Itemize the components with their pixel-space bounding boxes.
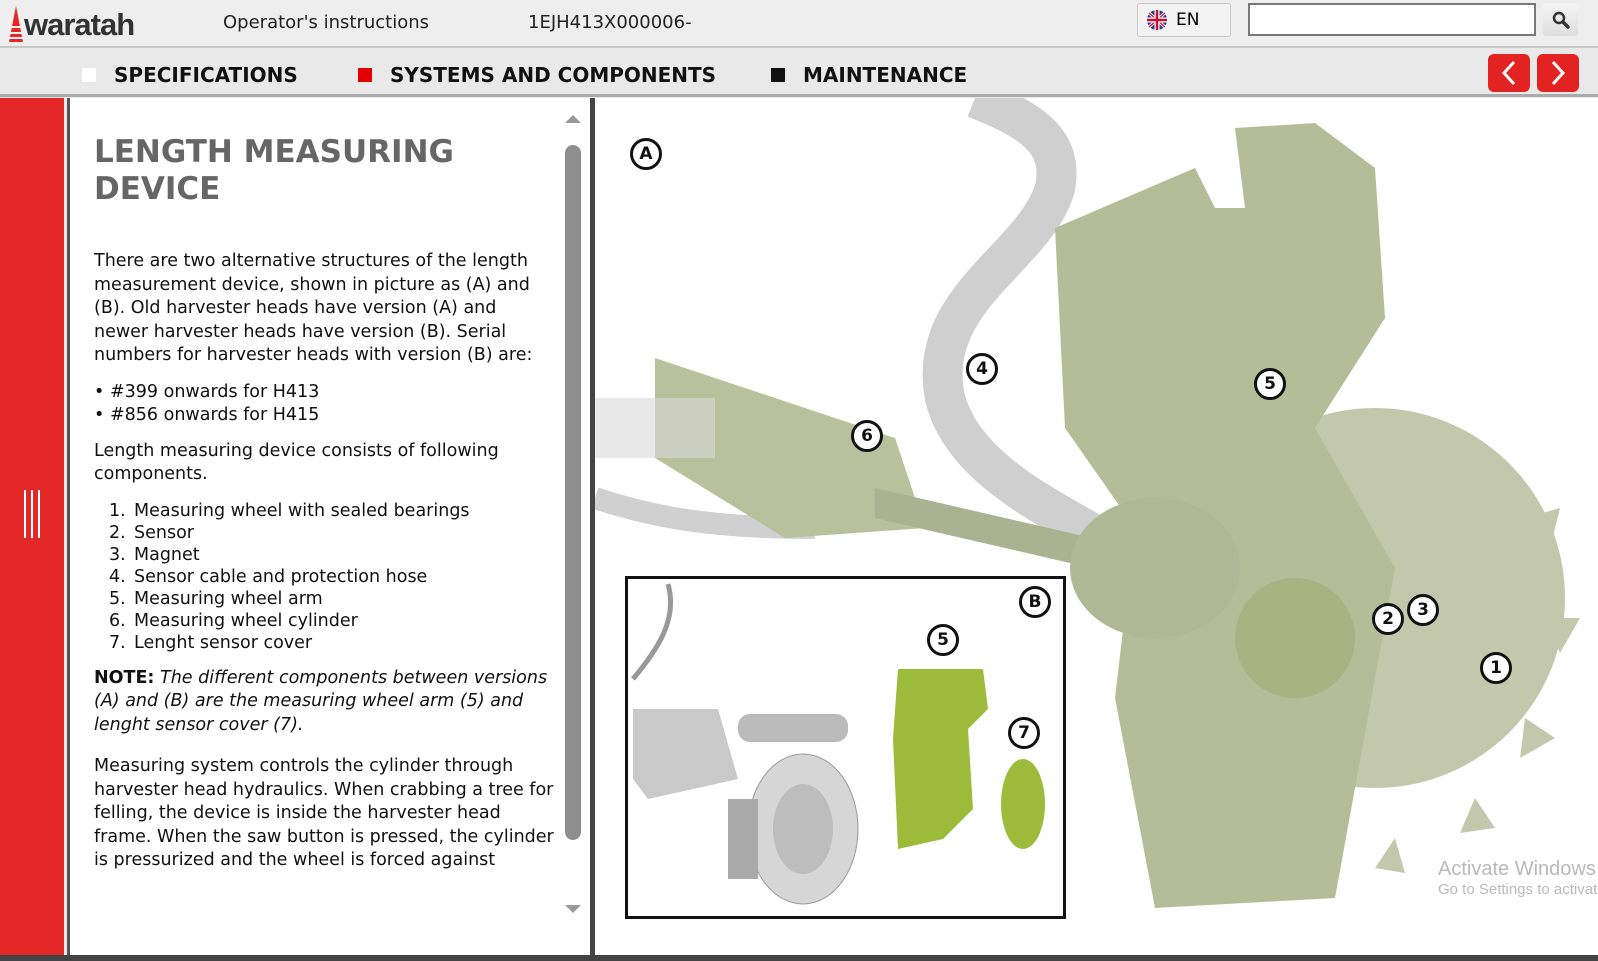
component-name: Measuring wheel cylinder	[134, 610, 358, 631]
component-name: Sensor	[134, 522, 194, 543]
scrollbar-thumb[interactable]	[565, 145, 581, 840]
previous-page-button[interactable]	[1488, 54, 1530, 92]
figure-pane: A 4 5 6 2 3 1 B 5 7 Activate Windows Go …	[595, 98, 1598, 955]
watermark-line-2: Go to Settings to activate Windows.	[1438, 881, 1598, 898]
tab-label: SYSTEMS AND COMPONENTS	[390, 63, 717, 87]
section-nav: SPECIFICATIONS SYSTEMS AND COMPONENTS MA…	[0, 50, 1598, 97]
list-item: 7.Lenght sensor cover	[109, 632, 313, 653]
search-input[interactable]	[1248, 3, 1536, 36]
logo-text: waratah	[24, 7, 135, 42]
callout-3: 3	[1407, 594, 1439, 626]
bottom-border	[0, 955, 1598, 961]
panel-resize-handle[interactable]	[20, 490, 44, 538]
serial-number: 1EJH413X000006-	[528, 12, 692, 33]
length-measuring-device-illustration	[595, 98, 1580, 908]
tab-specifications[interactable]: SPECIFICATIONS	[82, 63, 298, 87]
system-paragraph: Measuring system controls the cylinder t…	[94, 756, 554, 870]
tab-systems-and-components[interactable]: SYSTEMS AND COMPONENTS	[358, 63, 716, 87]
callout-1: 1	[1480, 652, 1512, 684]
article-content: LENGTH MEASURING DEVICE There are two al…	[94, 134, 556, 873]
article-pane: LENGTH MEASURING DEVICE There are two al…	[67, 98, 590, 955]
language-selector[interactable]: EN	[1137, 3, 1231, 37]
list-item: 1.Measuring wheel with sealed bearings	[109, 500, 470, 521]
list-item: #856 onwards for H415	[110, 404, 556, 427]
sidebar-strip	[0, 98, 64, 955]
callout-6: 6	[851, 420, 883, 452]
callout-5-b: 5	[927, 624, 959, 656]
document-title: Operator's instructions	[223, 12, 430, 33]
tab-maintenance[interactable]: MAINTENANCE	[771, 63, 967, 87]
serial-list: #399 onwards for H413 #856 onwards for H…	[110, 381, 556, 427]
tab-label: SPECIFICATIONS	[114, 63, 298, 87]
callout-4: 4	[966, 353, 998, 385]
scroll-up-icon[interactable]	[563, 113, 583, 125]
intro-paragraph: There are two alternative structures of …	[94, 251, 533, 365]
list-item: 6.Measuring wheel cylinder	[109, 610, 358, 631]
section-marker	[358, 68, 372, 82]
note-text: The different components between version…	[94, 667, 548, 735]
component-name: Measuring wheel arm	[134, 588, 323, 609]
logo-mark-icon	[8, 6, 24, 42]
section-marker	[771, 68, 785, 82]
list-item: 3.Magnet	[109, 544, 200, 565]
component-name: Sensor cable and protection hose	[134, 566, 428, 587]
note-label: NOTE:	[94, 667, 155, 688]
list-item: 2.Sensor	[109, 522, 194, 543]
uk-flag-icon	[1147, 10, 1167, 30]
windows-activation-watermark: Activate Windows Go to Settings to activ…	[1438, 858, 1598, 898]
component-name: Measuring wheel with sealed bearings	[134, 500, 470, 521]
page-title: LENGTH MEASURING DEVICE	[94, 134, 454, 207]
callout-b: B	[1019, 586, 1051, 618]
waratah-logo[interactable]: waratah	[8, 6, 135, 42]
scrollbar[interactable]	[563, 113, 583, 938]
search-button[interactable]	[1543, 3, 1578, 36]
components-list: 1.Measuring wheel with sealed bearings 2…	[109, 500, 556, 654]
components-intro: Length measuring device consists of foll…	[94, 440, 499, 485]
scroll-down-icon[interactable]	[563, 903, 583, 915]
list-item: #399 onwards for H413	[110, 381, 556, 404]
section-marker	[82, 68, 96, 82]
component-name: Magnet	[134, 544, 200, 565]
note-paragraph: NOTE: The different components between v…	[94, 667, 556, 738]
callout-5: 5	[1254, 368, 1286, 400]
app-header: waratah Operator's instructions 1EJH413X…	[0, 0, 1598, 48]
list-item: 5.Measuring wheel arm	[109, 588, 323, 609]
callout-2: 2	[1372, 603, 1404, 635]
watermark-line-1: Activate Windows	[1438, 858, 1596, 880]
next-page-button[interactable]	[1537, 54, 1579, 92]
callout-7: 7	[1008, 717, 1040, 749]
chevron-right-icon	[1551, 60, 1566, 86]
pane-divider[interactable]	[590, 98, 595, 955]
magnifier-icon	[1552, 11, 1570, 29]
list-item: 4.Sensor cable and protection hose	[109, 566, 428, 587]
inset-version-b: B 5 7	[625, 576, 1066, 919]
component-name: Lenght sensor cover	[134, 632, 313, 653]
language-label: EN	[1176, 10, 1200, 30]
tab-label: MAINTENANCE	[803, 63, 968, 87]
callout-a: A	[630, 138, 662, 170]
chevron-left-icon	[1501, 60, 1516, 86]
version-b-illustration	[631, 583, 1045, 905]
